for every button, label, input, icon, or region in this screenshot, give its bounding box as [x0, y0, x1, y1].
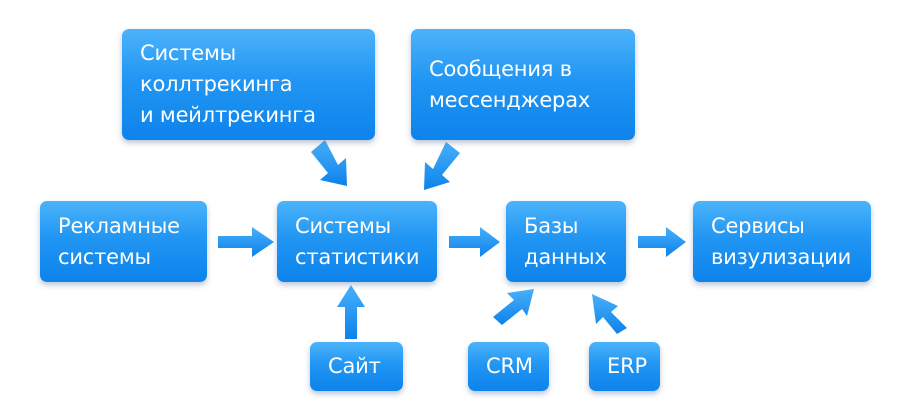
arrow-site-to-analytics [337, 285, 365, 339]
arrow-messengers-to-analytics [424, 142, 460, 190]
node-site: Сайт [310, 342, 403, 391]
arrow-calltracking-to-analytics [311, 140, 347, 186]
node-crm: CRM [468, 342, 549, 391]
arrow-databases-to-visualization [638, 227, 686, 257]
arrow-erp-to-databases [592, 294, 627, 334]
node-messengers: Сообщения в мессенджерах [411, 29, 635, 140]
node-analytics: Системы статистики [277, 201, 437, 282]
arrow-analytics-to-databases [449, 227, 500, 257]
arrow-crm-to-databases [493, 289, 534, 325]
node-databases: Базы данных [506, 201, 626, 282]
node-calltracking: Системы коллтрекинга и мейлтрекинга [122, 29, 375, 140]
arrow-ad-systems-to-analytics [218, 227, 274, 257]
node-erp: ERP [589, 342, 660, 391]
node-visualization: Сервисы визулизации [693, 201, 871, 282]
node-ad-systems: Рекламные системы [40, 201, 207, 282]
